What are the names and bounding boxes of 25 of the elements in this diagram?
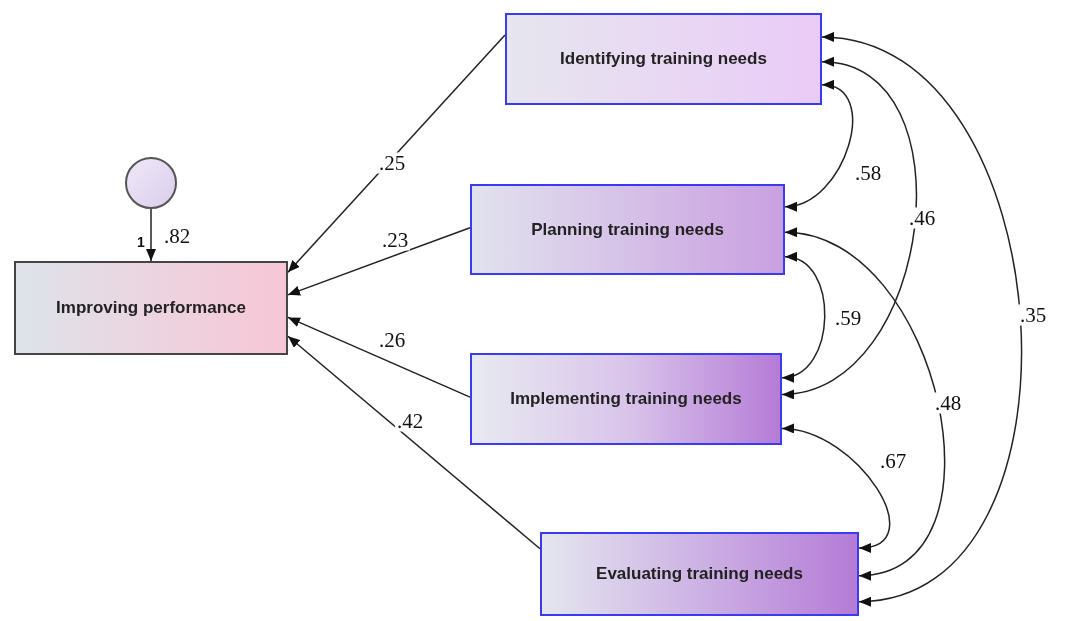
path-arrow	[287, 316, 471, 398]
variable-box	[14, 261, 288, 355]
variable-name: Improving performance	[56, 297, 246, 319]
variable-box	[470, 353, 782, 445]
variable-name: Planning training needs	[531, 218, 724, 241]
covariance-arrow	[781, 425, 890, 552]
path-arrow	[287, 34, 506, 274]
edge-label: .48	[932, 392, 964, 414]
covariance-arrow	[781, 59, 918, 398]
path-arrow	[146, 208, 156, 262]
variable-name: Evaluating training needs	[596, 563, 803, 585]
variable-box	[470, 184, 785, 275]
covariance-arrow	[784, 229, 945, 579]
variable-name: Identifying training needs	[560, 48, 767, 70]
path-arrow	[287, 335, 541, 550]
variable-box	[540, 532, 859, 616]
covariance-arrow	[784, 82, 854, 210]
edge-label: .25	[376, 152, 408, 174]
path-arrow	[287, 226, 471, 296]
variable-box	[505, 13, 822, 105]
edge-label: 1	[135, 235, 147, 249]
variable-name: Implementing training needs	[510, 388, 742, 410]
covariance-arrow	[781, 254, 826, 381]
edge-label: .35	[1017, 304, 1049, 326]
covariance-arrow	[821, 34, 1022, 605]
